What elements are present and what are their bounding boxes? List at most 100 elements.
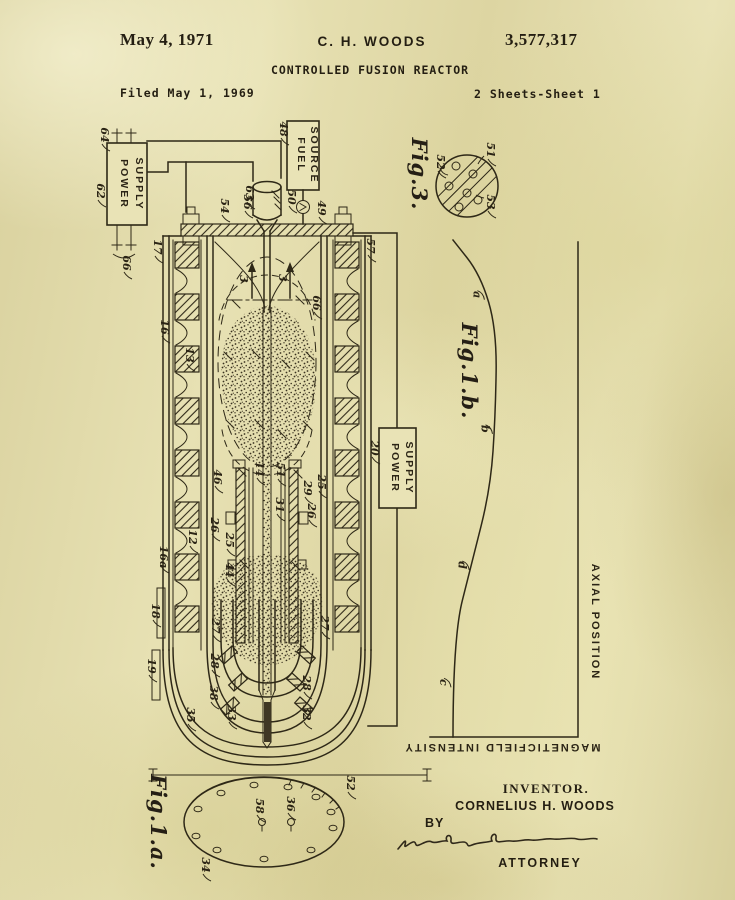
ref-label-51: 51 — [484, 142, 497, 157]
ref-label-34: 34 — [199, 857, 212, 872]
curve-point-label-a: a — [470, 291, 483, 298]
leader-line — [319, 491, 327, 498]
patent-title: CONTROLLED FUSION REACTOR — [271, 63, 469, 77]
ref-label-16: 16 — [158, 319, 171, 335]
power-supply-top: POWER SUPPLY — [107, 143, 147, 225]
leader-line — [227, 549, 235, 556]
ref-label-54: 54 — [218, 198, 231, 213]
ref-label-50: 50 — [285, 189, 298, 205]
ref-label-12: 12 — [186, 529, 199, 545]
ref-label-27: 27 — [318, 614, 331, 631]
leader-line — [98, 200, 106, 207]
ref-label-35: 35 — [184, 707, 197, 722]
field-intensity-curve: cdba — [437, 240, 496, 737]
ref-label-53: 53 — [484, 194, 497, 210]
fuel-source-label-2: SOURCE — [308, 127, 320, 184]
ref-label-3: 3 — [237, 275, 250, 283]
ref-label-18: 18 — [149, 603, 162, 619]
ref-label-48: 48 — [277, 121, 290, 137]
leader-line — [322, 632, 330, 639]
fig1a-flange-view: Fig.1.a. — [146, 773, 344, 870]
sheet-count: 2 Sheets-Sheet 1 — [474, 87, 601, 101]
leader-line — [309, 520, 317, 527]
attorney-signature — [398, 834, 597, 849]
curve-path — [453, 240, 496, 737]
ref-label-20: 20 — [368, 439, 381, 456]
leader-line — [149, 675, 157, 682]
power-supply-top-label-1: POWER — [118, 159, 130, 209]
leader-line — [348, 792, 356, 799]
leader-line — [124, 272, 132, 279]
coil-column-right — [333, 240, 361, 650]
power-supply-mid: POWER SUPPLY — [353, 233, 416, 726]
ref-label-56: 56 — [241, 194, 254, 210]
ref-label-32: 32 — [300, 705, 313, 721]
ref-label-25: 25 — [315, 473, 328, 489]
ref-label-27: 27 — [209, 617, 222, 634]
leader-line — [304, 692, 312, 699]
power-supply-mid-label-2: SUPPLY — [403, 441, 415, 494]
coil-column-left — [173, 240, 201, 650]
ref-label-16a: 16a — [157, 546, 170, 568]
leader-line — [213, 635, 221, 642]
ref-label-57: 57 — [364, 238, 377, 254]
leader-line — [222, 215, 230, 222]
ref-label-33: 33 — [225, 705, 238, 721]
leader-line — [319, 217, 327, 224]
x-axis-label: AXIAL POSITION — [589, 564, 601, 680]
inventor-title: INVENTOR. — [503, 781, 590, 797]
ref-label-19: 19 — [145, 658, 158, 674]
ref-label-66: 66 — [310, 295, 323, 311]
ref-label-38: 38 — [207, 685, 220, 701]
ref-label-44: 44 — [223, 562, 236, 577]
leader-line — [289, 206, 297, 213]
electrode-cylinder — [253, 182, 281, 313]
ref-label-52: 52 — [344, 775, 357, 791]
fig3-bolts — [445, 162, 482, 211]
ref-label-64: 64 — [98, 127, 111, 142]
curve-point-label-b: b — [479, 425, 492, 433]
ref-label-28: 28 — [208, 652, 221, 669]
ref-label-26: 26 — [305, 502, 318, 519]
ref-label-51: 51 — [274, 462, 287, 477]
ref-label-52: 52 — [434, 154, 447, 170]
inventor-full-name: CORNELIUS H. WOODS — [455, 799, 615, 813]
leader-line — [304, 722, 312, 729]
ref-label-36: 36 — [284, 796, 297, 812]
attorney-label: ATTORNEY — [498, 856, 582, 870]
leader-line — [190, 546, 198, 553]
fuel-source-label-1: FUEL — [295, 137, 307, 172]
ref-label-17: 17 — [151, 239, 164, 255]
ref-label-14: 14 — [253, 461, 266, 476]
patent-number: 3,577,317 — [505, 30, 578, 50]
power-supply-mid-label-1: POWER — [389, 443, 401, 493]
inventor-name-header: C. H. WOODS — [318, 34, 427, 49]
leader-line — [155, 256, 163, 263]
fig1b-graph: cdba AXIAL POSITION MAGNETICFIELD INTENS… — [404, 240, 601, 753]
ref-label-26: 26 — [208, 516, 221, 533]
leader-line — [215, 486, 223, 493]
leader-line — [368, 255, 376, 262]
ref-label-29: 29 — [301, 479, 314, 496]
leader-line — [245, 211, 253, 218]
leader-line — [488, 211, 496, 218]
patent-date: May 4, 1971 — [120, 30, 214, 50]
fig3-title: Fig.3. — [407, 137, 432, 211]
ref-label-49: 49 — [315, 200, 328, 216]
ref-label-66: 66 — [120, 255, 133, 271]
filed-date: Filed May 1, 1969 — [120, 86, 255, 100]
ref-label-58: 58 — [253, 798, 266, 814]
fig1b-title: Fig.1.b. — [457, 322, 482, 420]
electrode-tip — [264, 702, 271, 742]
ref-label-31: 31 — [273, 497, 286, 512]
y-axis-label: MAGNETICFIELD INTENSITY — [404, 741, 601, 753]
ref-label-46: 46 — [211, 469, 224, 485]
ref-label-62: 62 — [94, 183, 107, 199]
power-supply-top-label-2: SUPPLY — [133, 157, 145, 210]
by-label: BY — [425, 816, 444, 830]
ref-label-13: 13 — [183, 347, 196, 363]
leader-line — [203, 874, 211, 881]
ref-label-25: 25 — [223, 531, 236, 547]
